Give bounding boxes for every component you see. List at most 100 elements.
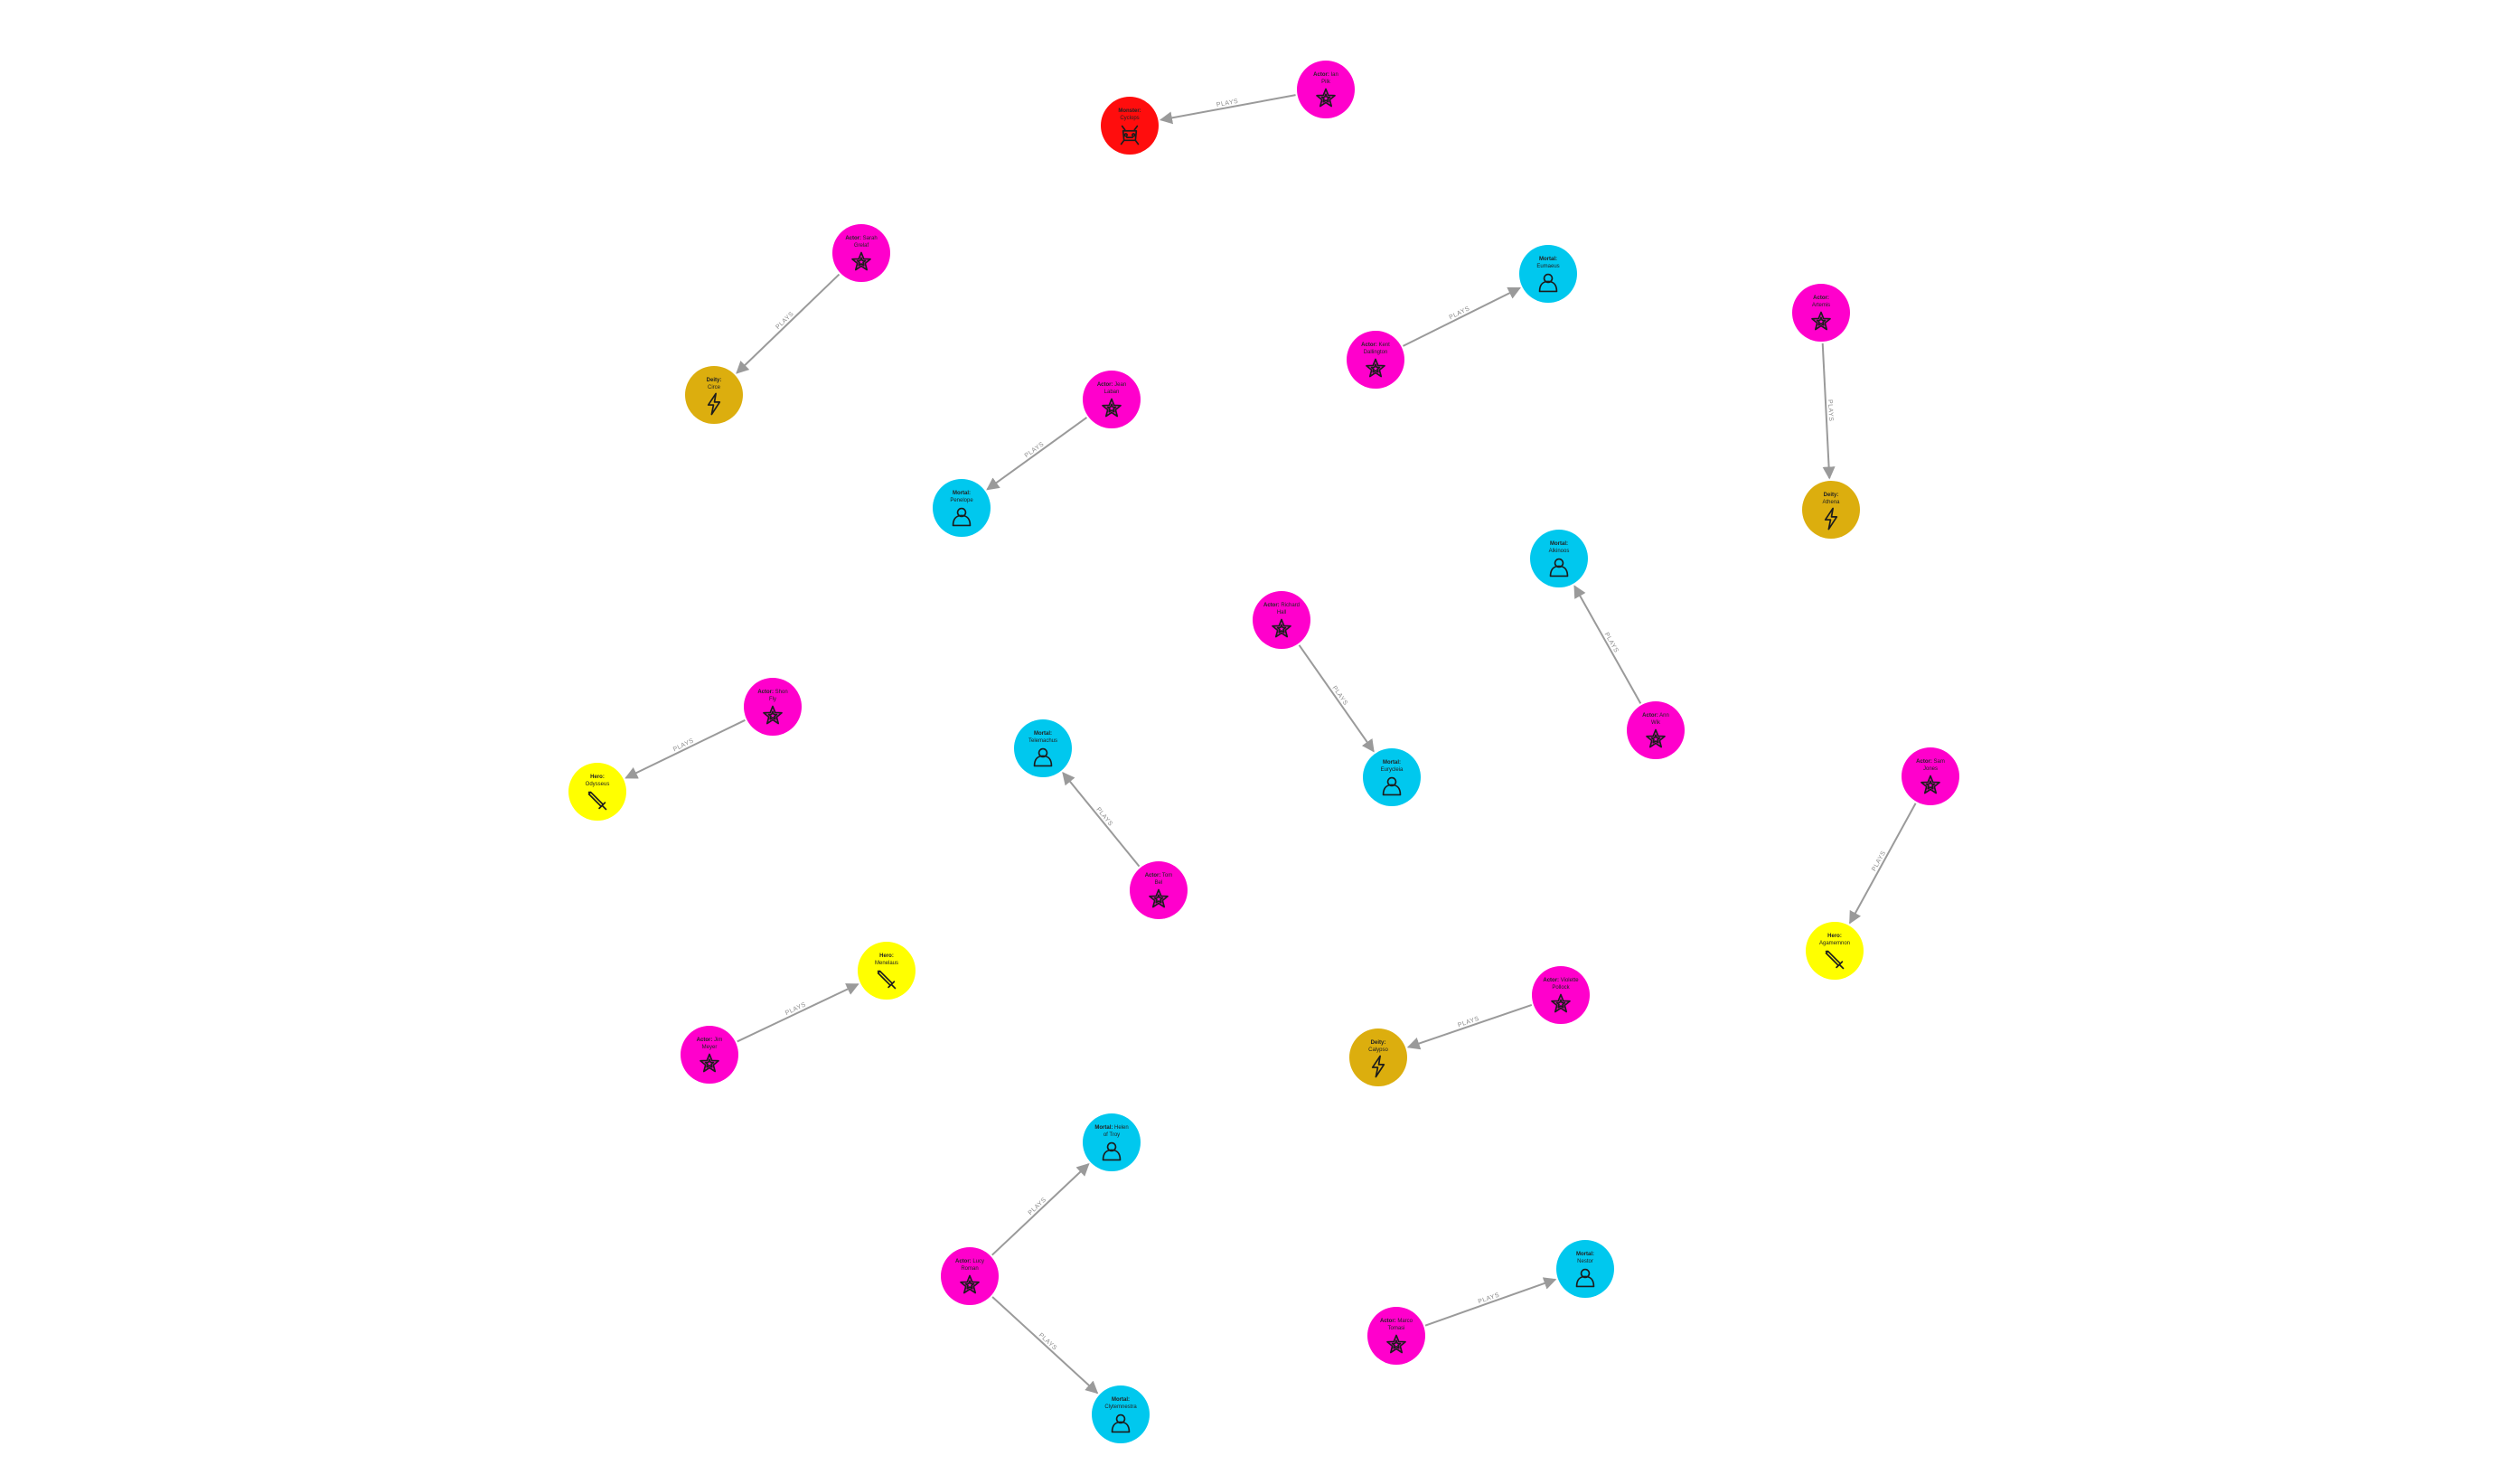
node-circle[interactable] <box>858 942 916 1000</box>
relationship-edge[interactable]: PLAYS <box>1424 1277 1557 1327</box>
edge-line[interactable] <box>986 417 1088 491</box>
edge-line[interactable] <box>1298 644 1375 753</box>
node-label: Actor:Artemis <box>1812 296 1830 308</box>
edge-line[interactable] <box>1406 1004 1533 1050</box>
edge-line[interactable] <box>1402 286 1521 347</box>
graph-node-deity[interactable]: Deity:Calypso <box>1349 1028 1407 1086</box>
star-icon <box>1551 993 1571 1013</box>
relationship-edge[interactable]: PLAYS <box>991 1296 1099 1395</box>
node-label: Hero:Menelaus <box>875 953 898 966</box>
node-label: Mortal:Eumaeus <box>1536 257 1559 269</box>
graph-node-hero[interactable]: Hero:Odysseus <box>568 763 626 821</box>
graph-node-mortal[interactable]: Mortal:Telemachus <box>1014 719 1072 777</box>
star-icon <box>700 1053 719 1073</box>
graph-node-deity[interactable]: Deity:Athena <box>1802 481 1860 539</box>
relationship-edge[interactable]: PLAYS <box>1160 94 1296 125</box>
star-icon <box>763 705 783 725</box>
edges-layer: PLAYS PLAYS PLAYS PLAYS PLAYS PLAYS PLAYS PLAYS… <box>624 94 1917 1395</box>
relationship-edge[interactable]: PLAYS <box>1848 803 1917 925</box>
relationship-edge[interactable]: PLAYS <box>736 273 840 374</box>
graph-node-mortal[interactable]: Mortal:Alkinoos <box>1530 530 1588 587</box>
graph-node-deity[interactable]: Deity:Circe <box>685 366 743 424</box>
relationship-edge[interactable]: PLAYS <box>1406 1004 1533 1050</box>
graph-node-mortal[interactable]: Mortal:Penelope <box>933 479 991 537</box>
edge-line[interactable] <box>1062 772 1141 868</box>
graph-node-mortal[interactable]: Mortal:Eurycleia <box>1363 748 1421 806</box>
relationship-edge[interactable]: PLAYS <box>737 983 859 1043</box>
sword-icon <box>587 791 607 811</box>
person-icon <box>1382 776 1402 796</box>
graph-node-mortal[interactable]: Mortal:Nestor <box>1556 1240 1614 1298</box>
relationship-edge[interactable]: PLAYS <box>1821 343 1836 480</box>
node-circle[interactable] <box>1802 481 1860 539</box>
relationship-edge[interactable]: PLAYS <box>1062 772 1141 868</box>
relationship-edge[interactable]: PLAYS <box>1573 585 1642 704</box>
edge-line[interactable] <box>991 1296 1099 1395</box>
edge-line[interactable] <box>1848 803 1917 925</box>
graph-node-hero[interactable]: Hero:Agamemnon <box>1806 922 1864 980</box>
node-circle[interactable] <box>1349 1028 1407 1086</box>
node-label: Mortal:Telemachus <box>1028 731 1057 744</box>
node-circle[interactable] <box>1806 922 1864 980</box>
node-circle[interactable] <box>685 366 743 424</box>
graph-node-mortal[interactable]: Mortal:Clytemnestra <box>1092 1385 1150 1443</box>
node-label: Deity:Athena <box>1822 493 1840 505</box>
star-icon <box>1920 775 1940 794</box>
relationship-edge[interactable]: PLAYS <box>1402 286 1521 347</box>
relationship-edge[interactable]: PLAYS <box>624 719 746 779</box>
star-icon <box>1272 618 1291 638</box>
node-label: Mortal:Eurycleia <box>1381 760 1404 773</box>
person-icon <box>1033 747 1053 767</box>
person-icon <box>1111 1414 1131 1433</box>
person-icon <box>1549 558 1569 578</box>
edge-line[interactable] <box>991 1163 1090 1256</box>
relationship-edge[interactable]: PLAYS <box>986 417 1088 491</box>
node-circle[interactable] <box>568 763 626 821</box>
star-icon <box>960 1274 980 1294</box>
edge-label: PLAYS <box>1216 99 1238 108</box>
graph-node-mortal[interactable]: Mortal:Eumaeus <box>1519 245 1577 303</box>
person-icon <box>1538 273 1558 293</box>
edge-line[interactable] <box>1821 343 1836 480</box>
sword-icon <box>1825 950 1845 970</box>
edge-line[interactable] <box>624 719 746 779</box>
graph-node-hero[interactable]: Hero:Menelaus <box>858 942 916 1000</box>
node-circle[interactable] <box>1101 97 1159 155</box>
edge-line[interactable] <box>737 983 859 1043</box>
graph-node-actor[interactable]: Actor:Artemis <box>1792 284 1850 342</box>
relationship-edge[interactable]: PLAYS <box>1298 644 1375 753</box>
edge-line[interactable] <box>1160 94 1296 125</box>
edge-line[interactable] <box>736 273 840 374</box>
edge-line[interactable] <box>1424 1277 1557 1327</box>
star-icon <box>1149 888 1169 908</box>
graph-node-monster[interactable]: Monster:Cyclops <box>1101 97 1159 155</box>
relationship-edge[interactable]: PLAYS <box>991 1163 1090 1256</box>
edge-line[interactable] <box>1573 585 1642 704</box>
